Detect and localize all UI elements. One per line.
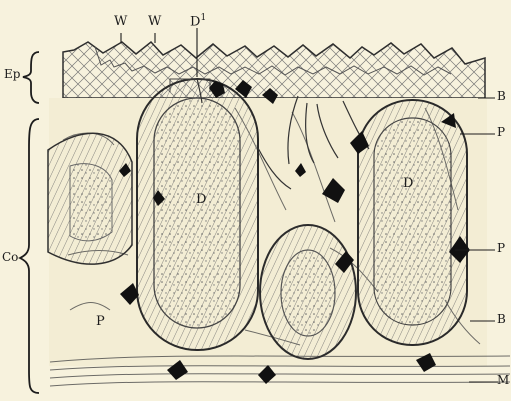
label-ep: Ep <box>4 68 20 80</box>
gland-left <box>137 79 258 350</box>
epidermis-layer <box>63 42 485 98</box>
label-b-top-right: B <box>497 90 506 102</box>
gland-center <box>260 225 356 359</box>
label-p-mid-right: P <box>497 242 505 254</box>
gland-right <box>358 100 467 345</box>
label-co: Co <box>2 251 18 263</box>
label-d-top-superscript: 1 <box>200 13 206 23</box>
label-p-upper-right: P <box>497 126 505 138</box>
label-d-left: D <box>196 193 206 206</box>
label-w-left: W <box>114 15 127 28</box>
label-w-right: W <box>148 15 161 28</box>
label-d-right: D <box>403 177 413 190</box>
label-m-bottom-right: M <box>497 374 509 386</box>
left-gland-fragment <box>48 133 132 264</box>
label-p-bottom-left: P <box>96 315 105 328</box>
label-d-top: D1 <box>190 14 206 28</box>
label-d-top-main: D <box>190 14 200 29</box>
label-b-bottom-right: B <box>497 313 506 325</box>
